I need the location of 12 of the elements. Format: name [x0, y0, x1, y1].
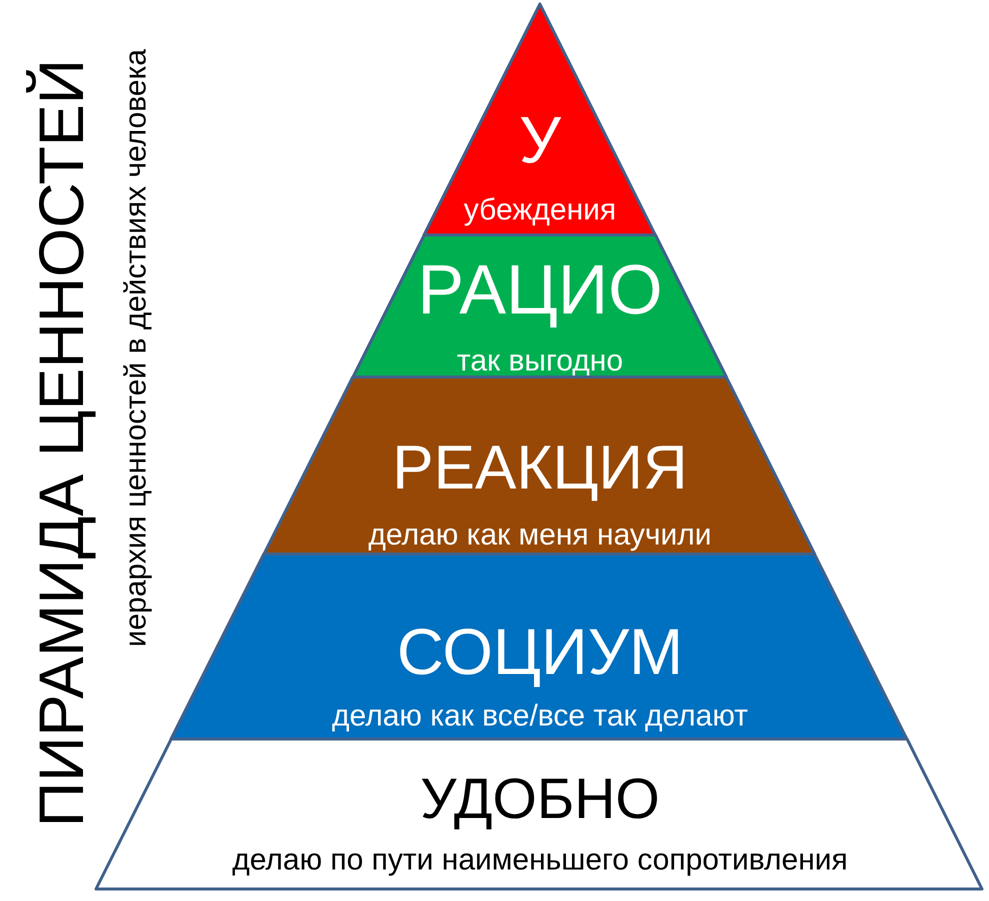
- tier-heading: РАЦИО: [417, 253, 663, 327]
- tier-heading: СОЦИУМ: [396, 618, 684, 686]
- tier-heading: УДОБНО: [420, 770, 660, 830]
- tier-description: так выгодно: [456, 345, 624, 377]
- tier-description: делаю по пути наименьшего сопротивления: [232, 844, 848, 876]
- tier-heading: У: [519, 105, 561, 175]
- tier-description: убеждения: [464, 194, 616, 226]
- tier-heading: РЕАКЦИЯ: [392, 435, 688, 501]
- tier-description: делаю как меня научили: [368, 519, 712, 551]
- tier-description: делаю как все/все так делают: [332, 700, 748, 732]
- subtitle: иерархия ценностей в действиях человека: [120, 49, 152, 647]
- diagram-title: ПИРАМИДА ЦЕННОСТЕЙ: [28, 58, 96, 828]
